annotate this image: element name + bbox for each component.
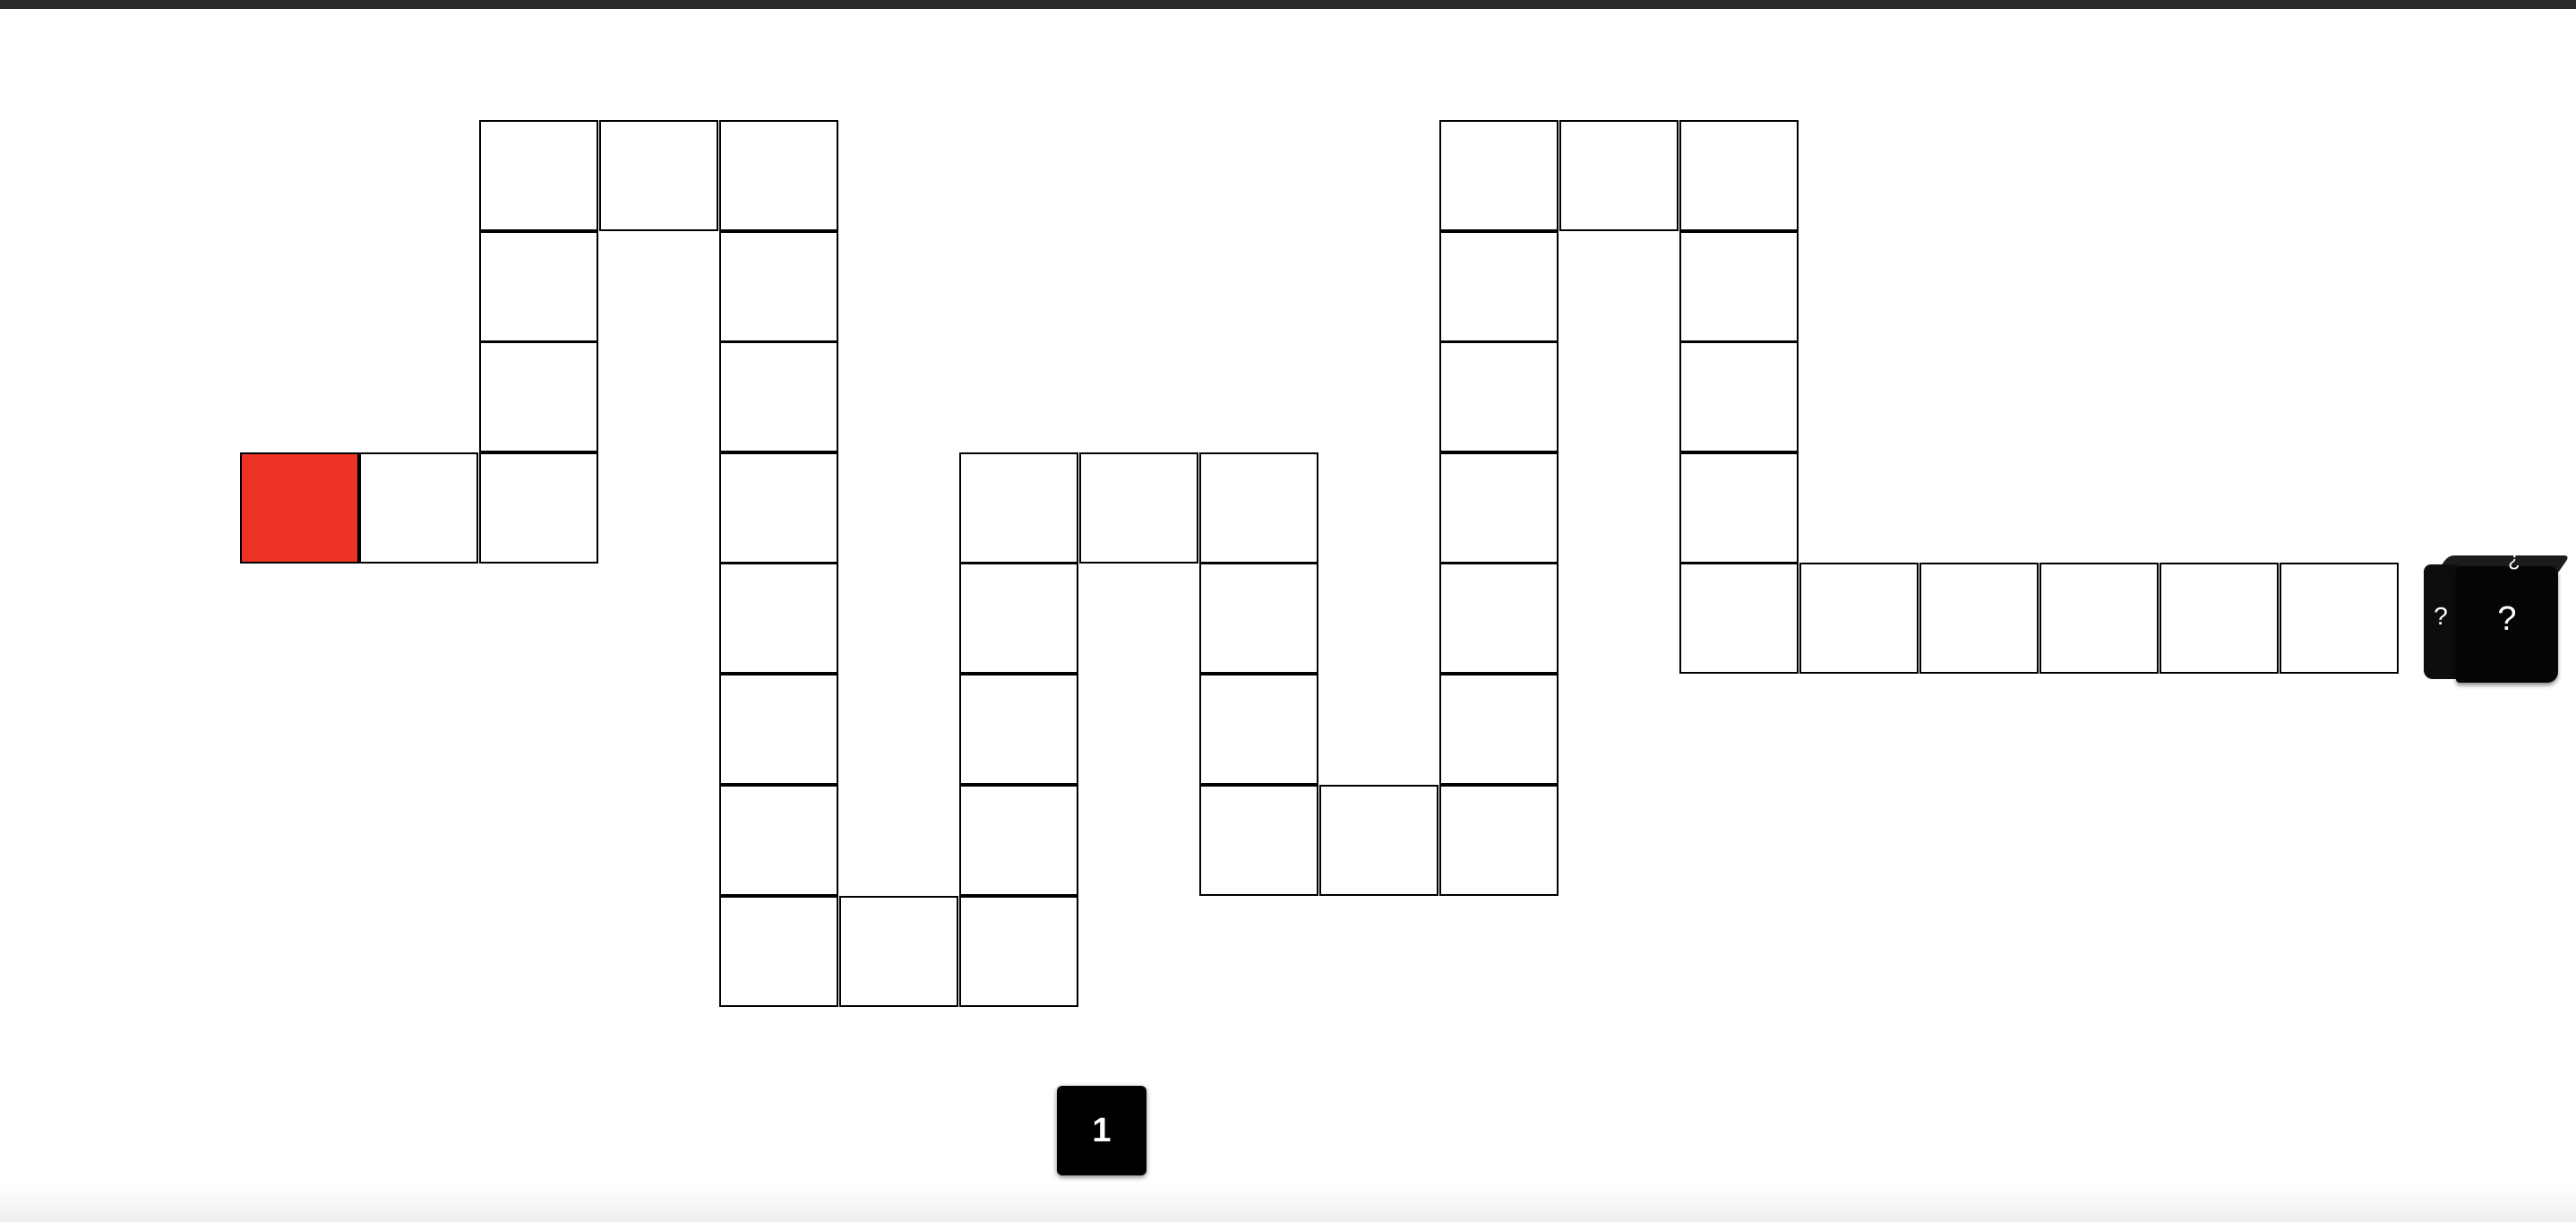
dice-front-face	[2456, 566, 2558, 683]
board-square	[959, 452, 1078, 564]
board-square	[719, 231, 838, 342]
board-square	[479, 341, 598, 452]
board-square	[2160, 563, 2279, 674]
board-square	[719, 452, 838, 564]
board-square	[1439, 452, 1558, 564]
board-square	[479, 452, 598, 564]
dice[interactable]: ? ? ¿	[2424, 548, 2571, 684]
board-square	[1439, 674, 1558, 785]
dice-left-face	[2424, 564, 2458, 679]
dice-front-label: ?	[2497, 600, 2517, 638]
board-square	[1679, 231, 1799, 342]
dice-left-label: ?	[2434, 602, 2448, 630]
board-square	[1559, 120, 1679, 231]
board-square	[359, 452, 478, 564]
bottom-shade	[0, 1186, 2576, 1222]
board-square	[479, 231, 598, 342]
dice-top-label: ¿	[2508, 548, 2520, 571]
board-square	[719, 896, 838, 1007]
board-square	[1319, 785, 1438, 896]
board-square	[1199, 452, 1318, 564]
board-square	[719, 120, 838, 231]
board-square	[719, 785, 838, 896]
board-square	[2280, 563, 2399, 674]
board-square	[719, 563, 838, 674]
board-square	[1439, 563, 1558, 674]
board-square	[719, 341, 838, 452]
board-square	[1679, 452, 1799, 564]
top-bar	[0, 0, 2576, 9]
board-square	[1439, 231, 1558, 342]
board-square	[1439, 120, 1558, 231]
board-square-current	[240, 452, 359, 564]
board-square	[1679, 563, 1799, 674]
board-square	[1199, 674, 1318, 785]
board-square	[1679, 120, 1799, 231]
board-square	[959, 563, 1078, 674]
board-square	[2039, 563, 2159, 674]
board-square	[959, 896, 1078, 1007]
board-square	[719, 674, 838, 785]
board-square	[1919, 563, 2039, 674]
board-square	[1199, 563, 1318, 674]
board-square	[959, 674, 1078, 785]
board-square	[1679, 341, 1799, 452]
board-square	[479, 120, 598, 231]
roll-result-badge: 1	[1057, 1086, 1146, 1175]
board-square	[959, 785, 1078, 896]
board-square	[1439, 341, 1558, 452]
board-square	[839, 896, 958, 1007]
board-square	[1439, 785, 1558, 896]
board-square	[1079, 452, 1198, 564]
board-square	[1799, 563, 1919, 674]
board-square	[1199, 785, 1318, 896]
board-square	[599, 120, 718, 231]
